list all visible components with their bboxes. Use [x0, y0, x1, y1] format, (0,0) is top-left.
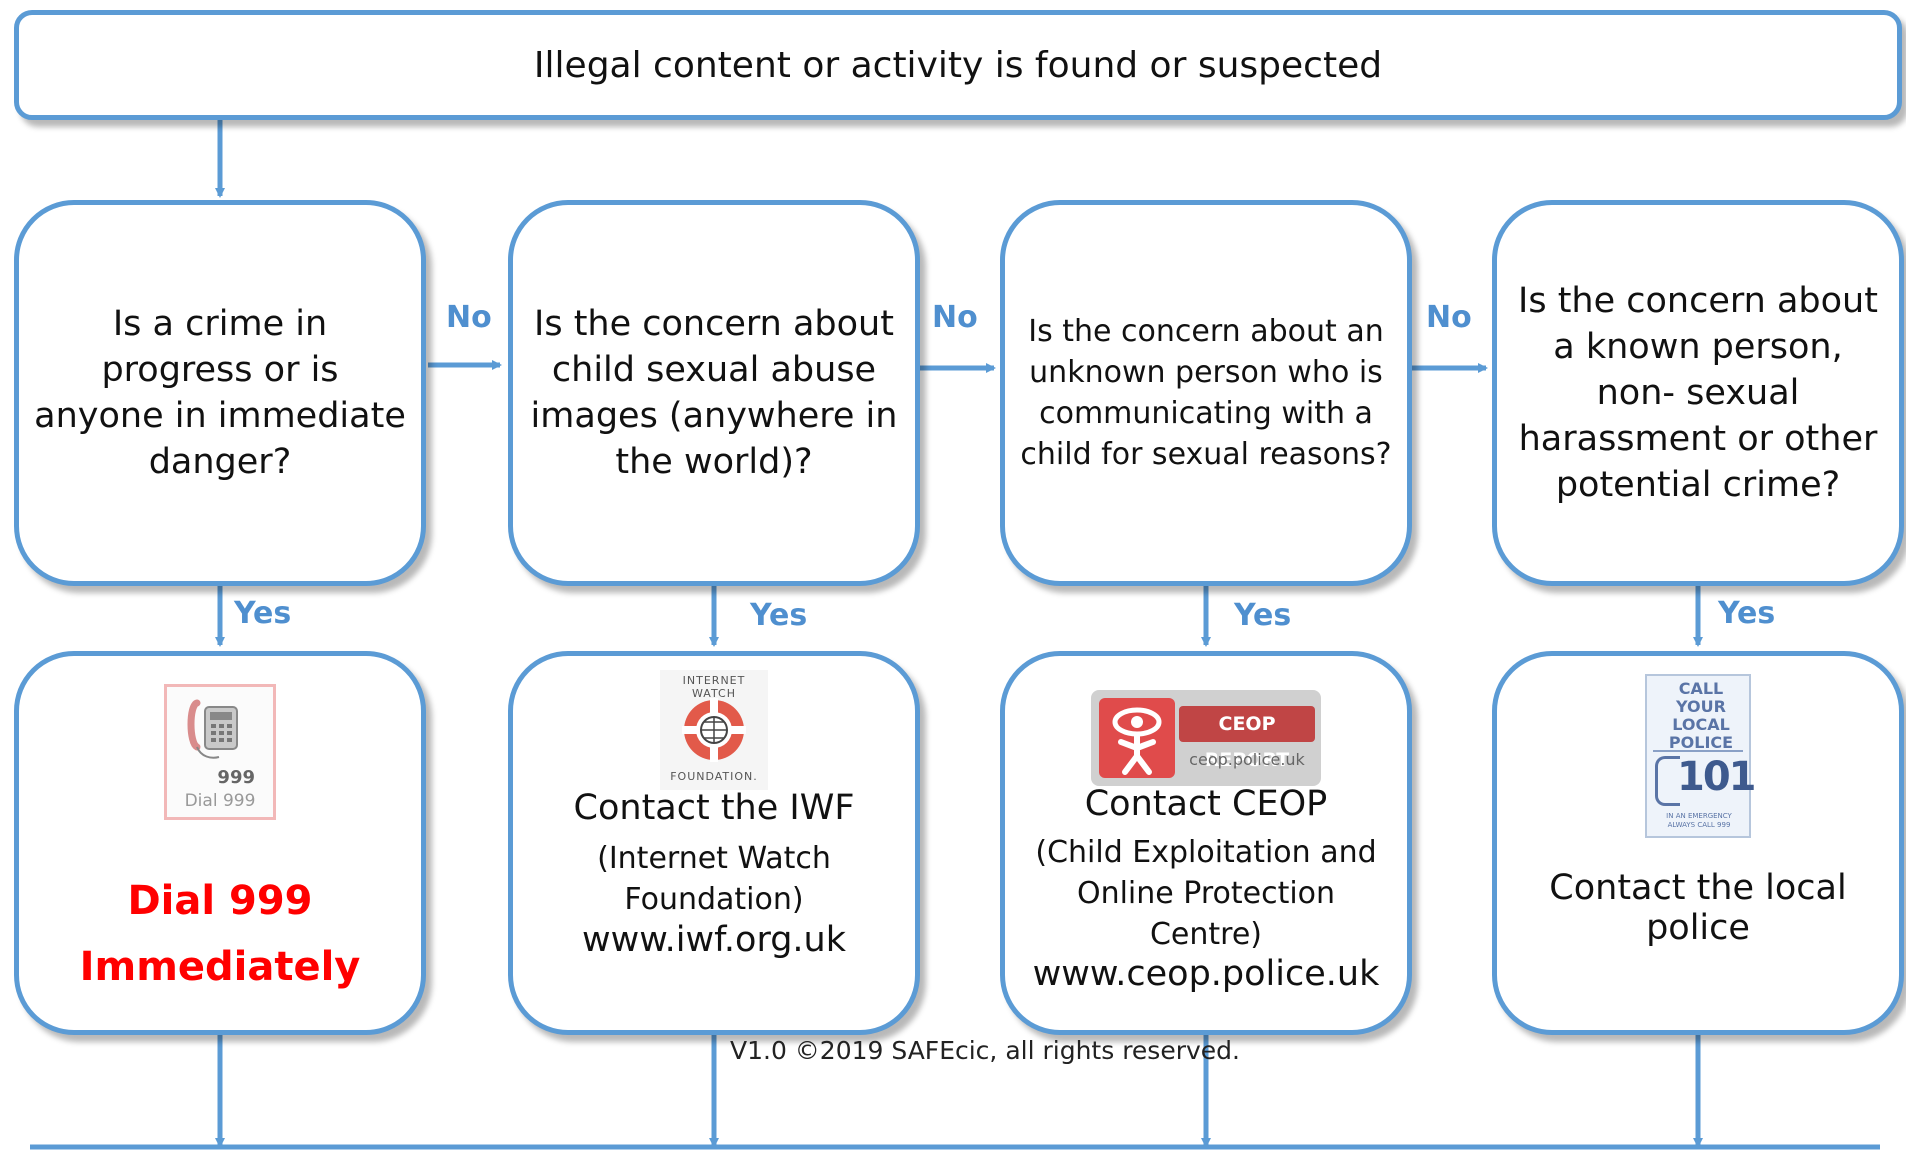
no-label-2: No	[932, 300, 978, 335]
ceop-url[interactable]: www.ceop.police.uk	[1032, 954, 1380, 994]
question-box-4: Is the concern about a known person, non…	[1492, 200, 1904, 586]
yes-label-4: Yes	[1718, 596, 1776, 631]
question-box-3: Is the concern about an unknown person w…	[1000, 200, 1412, 586]
action-box-dial-999: 999 Dial 999 Dial 999 Immediately	[14, 651, 426, 1035]
question-text-4: Is the concern about a known person, non…	[1518, 281, 1878, 505]
ceop-report-icon: CEOP REPORT ceop.police.uk	[1091, 690, 1321, 786]
no-label-3: No	[1426, 300, 1472, 335]
iwf-url[interactable]: www.iwf.org.uk	[581, 920, 847, 960]
police-icon-101: 101	[1677, 754, 1756, 800]
iwf-subtitle: (Internet Watch Foundation)	[597, 841, 831, 917]
contact-iwf-title: Contact the IWF	[573, 788, 855, 828]
phone-999-icon: 999 Dial 999	[164, 684, 276, 820]
question-text-2: Is the concern about child sexual abuse …	[530, 304, 898, 482]
ceop-eye-icon	[1099, 698, 1175, 778]
police-icon-line-1: CALL YOUR	[1676, 679, 1726, 716]
contact-ceop-title: Contact CEOP	[1084, 784, 1328, 824]
phone-icon-caption: Dial 999	[184, 791, 256, 811]
contact-police-title: Contact the local police	[1549, 868, 1847, 948]
ceop-subtitle: (Child Exploitation and Online Protectio…	[1035, 835, 1377, 952]
police-icon-line-3: POLICE	[1668, 733, 1734, 752]
ceop-icon-url: ceop.police.uk	[1189, 750, 1305, 769]
yes-label-3: Yes	[1234, 598, 1292, 633]
question-box-2: Is the concern about child sexual abuse …	[508, 200, 920, 586]
phone-handset-icon	[1655, 756, 1680, 806]
yes-label-1: Yes	[234, 596, 292, 631]
immediately-text: Immediately	[79, 944, 361, 990]
police-icon-small-text: IN AN EMERGENCY ALWAYS CALL 999	[1666, 812, 1732, 829]
action-box-iwf: INTERNET WATCH FOUNDATION. Contact the I…	[508, 651, 920, 1035]
phone-handset-icon	[187, 699, 238, 759]
dial-999-text: Dial 999	[127, 878, 313, 924]
action-box-local-police: CALL YOUR LOCAL POLICE 101 IN AN EMERGEN…	[1492, 651, 1904, 1035]
no-label-1: No	[446, 300, 492, 335]
yes-label-2: Yes	[750, 598, 808, 633]
action-box-ceop: CEOP REPORT ceop.police.uk Contact CEOP …	[1000, 651, 1412, 1035]
question-box-1: Is a crime in progress or is anyone in i…	[14, 200, 426, 586]
iwf-logo-bottom-text: FOUNDATION.	[670, 770, 758, 783]
police-icon-line-2: LOCAL	[1672, 715, 1730, 734]
police-101-icon: CALL YOUR LOCAL POLICE 101 IN AN EMERGEN…	[1645, 674, 1756, 838]
iwf-logo-icon: INTERNET WATCH FOUNDATION.	[660, 670, 768, 790]
copyright-footer: V1.0 ©2019 SAFEcic, all rights reserved.	[730, 1036, 1240, 1065]
header-box: Illegal content or activity is found or …	[14, 10, 1902, 120]
iwf-logo-top-text: INTERNET WATCH	[682, 674, 746, 700]
ceop-brand-text: CEOP REPORT	[1179, 706, 1315, 771]
header-text: Illegal content or activity is found or …	[533, 45, 1383, 86]
phone-icon-number: 999	[217, 767, 255, 788]
question-text-3: Is the concern about an unknown person w…	[1020, 314, 1392, 472]
police-icon-call-text: CALL YOUR LOCAL POLICE	[1653, 680, 1749, 752]
question-text-1: Is a crime in progress or is anyone in i…	[34, 304, 406, 482]
